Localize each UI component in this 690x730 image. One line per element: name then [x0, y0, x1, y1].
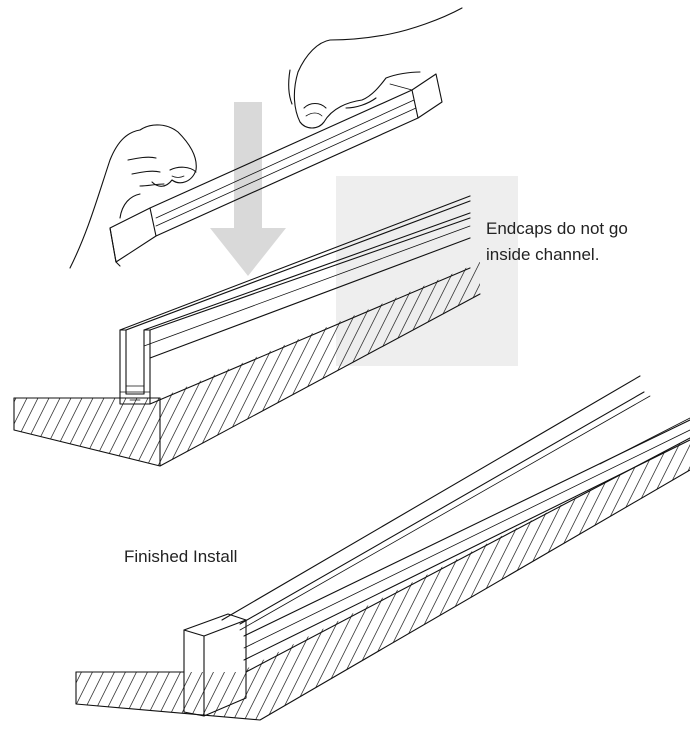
- hatch-line: [14, 262, 102, 466]
- hatch-line: [461, 438, 615, 720]
- hatch-line: [194, 262, 311, 466]
- hatch-line: [505, 438, 659, 720]
- hatch-line: [593, 438, 690, 720]
- hatch-line: [318, 438, 472, 720]
- hatch-line: [109, 438, 263, 720]
- hatch-line: [219, 438, 373, 720]
- hatch-line: [406, 438, 560, 720]
- endcaps-callout: Endcaps do not go inside channel.: [486, 216, 686, 268]
- hatch-line: [76, 438, 197, 720]
- hatch-line: [216, 262, 333, 466]
- hatch-line: [516, 438, 670, 720]
- hatch-line: [296, 438, 450, 720]
- hatch-line: [186, 438, 340, 720]
- hatch-line: [14, 262, 47, 466]
- hatch-line: [14, 262, 69, 466]
- hatch-line: [659, 438, 690, 720]
- hatch-line: [153, 438, 307, 720]
- hatch-line: [230, 438, 384, 720]
- hatch-line: [340, 438, 494, 720]
- hatch-line: [205, 262, 322, 466]
- hatch-line: [175, 438, 329, 720]
- hatch-line: [14, 262, 124, 466]
- hatch-line: [208, 438, 362, 720]
- right-hand: [288, 7, 463, 129]
- hatch-line: [571, 438, 690, 720]
- endcap: [183, 613, 247, 717]
- hatch-line: [362, 438, 516, 720]
- hatch-line: [637, 438, 690, 720]
- hatch-line: [227, 262, 344, 466]
- hatch-line: [106, 262, 223, 466]
- hatch-line: [395, 438, 549, 720]
- hatch-line: [560, 438, 690, 720]
- hatch-line: [14, 262, 36, 466]
- diffuser-lens: [109, 73, 443, 267]
- hatch-line: [76, 438, 164, 720]
- hatch-line: [76, 438, 186, 720]
- finished-channel: [221, 375, 690, 661]
- finished-install-label: Finished Install: [124, 547, 238, 566]
- hatch-line: [14, 262, 113, 466]
- hatch-line: [87, 438, 241, 720]
- hatch-line: [417, 438, 571, 720]
- hatch-line: [98, 438, 252, 720]
- left-hand: [69, 124, 197, 269]
- hatch-line: [494, 438, 648, 720]
- hatch-line: [120, 438, 274, 720]
- hatch-line: [373, 438, 527, 720]
- hatch-line: [128, 262, 245, 466]
- hatch-line: [472, 438, 626, 720]
- hatch-line: [76, 438, 208, 720]
- aluminum-channel: [119, 195, 471, 405]
- hatch-line: [241, 438, 395, 720]
- hatch-line: [615, 438, 690, 720]
- hatch-line: [76, 438, 230, 720]
- endcaps-callout-line1: Endcaps do not go: [486, 219, 628, 238]
- hatch-line: [76, 438, 219, 720]
- hatch-line: [40, 262, 157, 466]
- hatch-line: [95, 262, 212, 466]
- hatch-line: [29, 262, 146, 466]
- hatch-line: [14, 262, 80, 466]
- hatch-line: [648, 438, 690, 720]
- hatch-line: [329, 438, 483, 720]
- hatch-line: [681, 438, 690, 720]
- hatch-line: [76, 438, 175, 720]
- hatch-line: [117, 262, 234, 466]
- hatch-line: [164, 438, 318, 720]
- hatch-line: [483, 438, 637, 720]
- down-arrow-icon: [210, 102, 286, 276]
- hatch-line: [131, 438, 285, 720]
- hatch-line: [285, 438, 439, 720]
- hatch-line: [197, 438, 351, 720]
- mounting-surface-bottom: [75, 437, 690, 721]
- hatch-line: [428, 438, 582, 720]
- background-panel: [336, 176, 518, 366]
- hatch-line: [84, 262, 201, 466]
- hatch-line: [670, 438, 690, 720]
- endcaps-callout-line2: inside channel.: [486, 245, 600, 264]
- hatch-line: [274, 438, 428, 720]
- hatch-line: [73, 262, 190, 466]
- hatch-line: [161, 262, 278, 466]
- hatch-line: [527, 438, 681, 720]
- hatch-line: [14, 262, 58, 466]
- hatch-line: [538, 438, 690, 720]
- hatch-line: [142, 438, 296, 720]
